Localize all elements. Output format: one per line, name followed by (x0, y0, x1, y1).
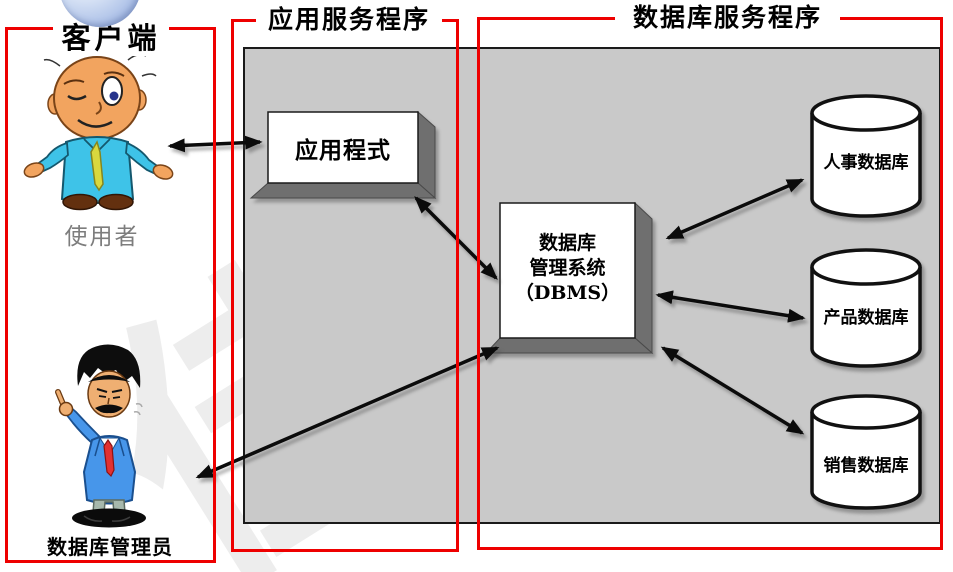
dbms-box-shape (484, 201, 654, 355)
arrow-dbms-product (655, 290, 806, 323)
db-server-section-frame (477, 17, 943, 550)
arrow-dbms-sales (660, 346, 805, 435)
client-section-title: 客户端 (53, 20, 169, 56)
db-server-section-title: 数据库服务程序 (615, 3, 840, 33)
product-db-label: 产品数据库 (823, 308, 909, 328)
app-server-section-title: 应用服务程序 (256, 5, 442, 35)
dbms-line-2: 管理系统 (529, 257, 606, 279)
arrow-admin-dbms (195, 346, 500, 479)
app-box-shape (249, 110, 437, 200)
user-label: 使用者 (64, 224, 140, 250)
product-db-cylinder-icon (810, 248, 922, 368)
app-box-label: 应用程式 (295, 136, 391, 164)
sales-db-label: 销售数据库 (823, 456, 909, 476)
connection-arrows (167, 135, 806, 479)
admin-label: 数据库管理员 (47, 535, 173, 559)
personnel-db-label: 人事数据库 (823, 153, 909, 173)
dbms-box-label: 数据库 管理系统 （DBMS） (500, 203, 635, 348)
client-section-frame (5, 27, 216, 563)
arrow-dbms-personnel (665, 178, 805, 240)
admin-figure-icon (55, 344, 146, 528)
dbms-line-3: （DBMS） (514, 282, 621, 304)
user-figure-icon (23, 33, 174, 211)
dbms-line-1: 数据库 (538, 232, 596, 254)
personnel-db-cylinder-icon (810, 94, 922, 218)
app-server-section-frame (231, 19, 459, 552)
sales-db-cylinder-icon (810, 394, 922, 510)
